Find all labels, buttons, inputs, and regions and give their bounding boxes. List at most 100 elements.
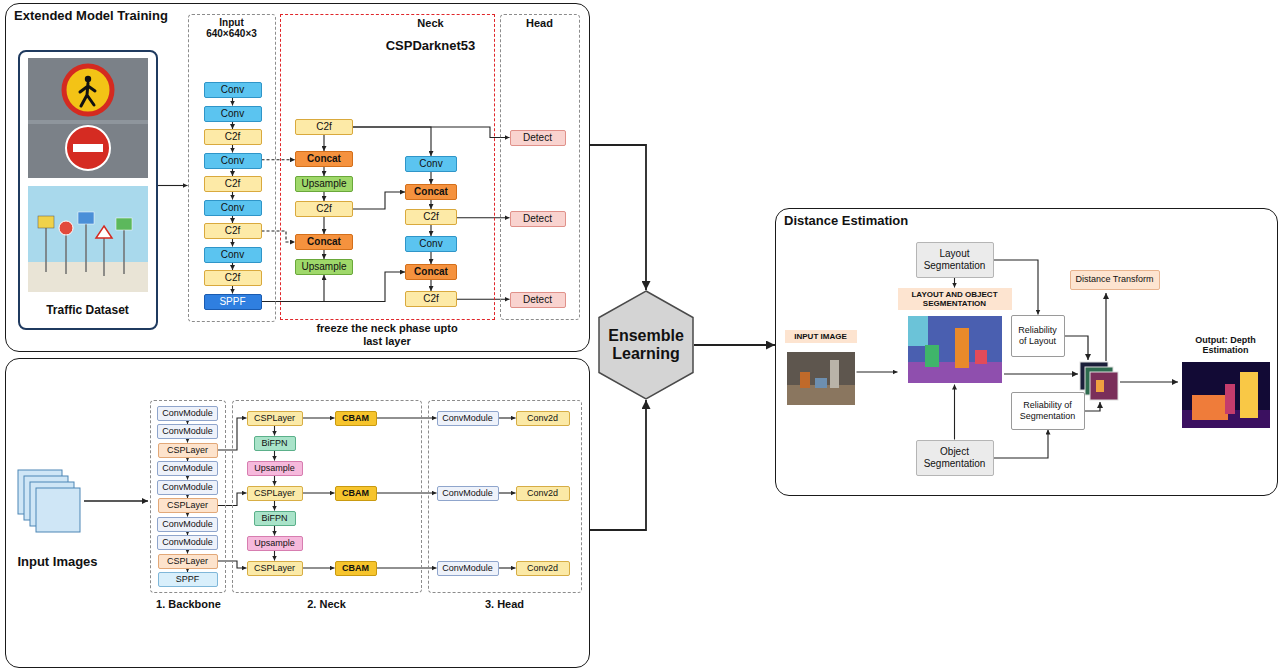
image-stage: INPUT IMAGE	[785, 330, 857, 408]
pedestrian-sign	[64, 66, 112, 114]
dataset-photo	[28, 186, 148, 292]
node-label: CBAM	[342, 413, 369, 423]
connector-arrow	[323, 217, 324, 234]
node-label: CBAM	[342, 563, 369, 573]
depth-region	[1192, 395, 1228, 420]
conv-block: Conv	[204, 82, 262, 98]
connector-arrow	[262, 272, 406, 302]
connector-arrow	[187, 550, 188, 554]
connector-arrow	[232, 263, 233, 271]
node-label: C2f	[423, 211, 439, 223]
depth-region	[1240, 372, 1258, 418]
node-label: Reliability of Layout	[1015, 325, 1061, 346]
bifpn-block: BiFPN	[254, 511, 296, 526]
node-label: C2f	[316, 203, 332, 215]
conv-block: Conv	[405, 236, 457, 252]
cbam-block: CBAM	[335, 561, 377, 576]
connector-arrow	[430, 225, 431, 236]
node-label: ConvModule	[442, 413, 493, 423]
bifpn-block: BiFPN	[254, 436, 296, 451]
node-label: C2f	[225, 272, 241, 284]
image-stack	[36, 488, 80, 532]
connector-arrow	[499, 492, 516, 493]
node-label: Conv	[221, 202, 244, 214]
c2f-block: C2f	[204, 176, 262, 192]
csplayer-block: CSPLayer	[158, 498, 218, 513]
node-label: Traffic Dataset	[20, 304, 156, 318]
node-label: Concat	[414, 266, 448, 278]
node-label: CSPLayer	[254, 488, 295, 498]
pedestrian-figure	[80, 83, 95, 106]
node-label: Distance Transform	[1075, 274, 1153, 284]
photo-texture	[28, 120, 148, 124]
connector-arrow	[274, 551, 275, 561]
conv-block: Conv	[405, 156, 457, 172]
dataset-box: Traffic Dataset	[18, 50, 158, 330]
hexagon-outline	[599, 291, 693, 399]
feature-detail	[1096, 380, 1104, 392]
connector-arrow	[232, 122, 233, 130]
convmodule-block: ConvModule	[437, 561, 499, 576]
detect-block: Detect	[510, 130, 566, 146]
concat-block: Concat	[405, 264, 457, 280]
csplayer-block: CSPLayer	[247, 411, 303, 426]
conv-block: Conv	[204, 153, 262, 169]
node-label: CSPLayer	[167, 556, 208, 566]
ensemble-hexagon: Ensemble Learning	[598, 290, 694, 400]
connector-arrow	[323, 167, 324, 176]
node-label: Conv	[419, 238, 442, 250]
node-label: C2f	[225, 178, 241, 190]
node-label: CSPLayer	[167, 445, 208, 455]
node-label: Distance Estimation	[784, 214, 1084, 229]
detect-block: Detect	[510, 211, 566, 227]
sppf-block: SPPF	[158, 572, 218, 587]
stage-frame: 1. BackboneConvModuleConvModuleCSPLayerC…	[150, 400, 226, 593]
convmodule-block: ConvModule	[157, 535, 218, 550]
c2f-block: C2f	[405, 291, 457, 307]
node-label: ConvModule	[162, 537, 213, 547]
stage-frame: 2. NeckCSPLayerBiFPNUpsampleCSPLayerBiFP…	[232, 400, 422, 593]
reliability-box: Reliability of Layout	[1011, 315, 1065, 357]
node-label: Ensemble Learning	[601, 327, 691, 364]
upsample-block: Upsample	[295, 259, 353, 275]
node-label: Concat	[307, 236, 341, 248]
upsample-block: Upsample	[247, 536, 303, 551]
segment-region	[908, 316, 928, 346]
toy-sign	[78, 212, 94, 224]
node-label: ConvModule	[162, 408, 213, 418]
node-label: ConvModule	[162, 482, 213, 492]
node-label: ConvModule	[442, 563, 493, 573]
connector-arrow	[323, 192, 324, 201]
connector-arrow	[499, 417, 516, 418]
c2f-block: C2f	[405, 209, 457, 225]
connector-arrow	[954, 385, 955, 440]
dataset-photo	[28, 58, 148, 178]
node-label: Detect	[523, 132, 552, 144]
convmodule-block: ConvModule	[437, 486, 499, 501]
connector-arrow	[232, 216, 233, 224]
connector-arrow	[430, 252, 431, 264]
segment-region	[925, 345, 939, 367]
stage-frame: 3. HeadConvModuleConv2dConvModuleConv2dC…	[428, 400, 582, 593]
node-label: Conv2d	[527, 413, 558, 423]
panel: Input Images1. BackboneConvModuleConvMod…	[5, 358, 590, 668]
connector-arrow	[232, 169, 233, 177]
convmodule-block: ConvModule	[437, 411, 499, 426]
connector-arrow	[303, 417, 335, 418]
conv-block: Conv	[204, 106, 262, 122]
connector-arrow	[499, 567, 516, 568]
node-label: Input Images	[10, 555, 105, 570]
process-box: Layout Segmentation	[916, 242, 994, 278]
node-label: Upsample	[301, 178, 346, 190]
node-label: Object Segmentation	[920, 446, 990, 469]
flow-arrow	[1084, 402, 1100, 411]
node-label: Upsample	[301, 261, 346, 273]
toy-sign	[38, 216, 54, 228]
csplayer-block: CSPLayer	[247, 561, 303, 576]
panel: Distance EstimationINPUT IMAGE Layout Seg…	[775, 208, 1278, 496]
node-label: BiFPN	[261, 438, 287, 448]
connector-arrow	[187, 513, 188, 517]
node-label: Layout Segmentation	[920, 248, 990, 271]
node-label: Upsample	[254, 463, 295, 473]
